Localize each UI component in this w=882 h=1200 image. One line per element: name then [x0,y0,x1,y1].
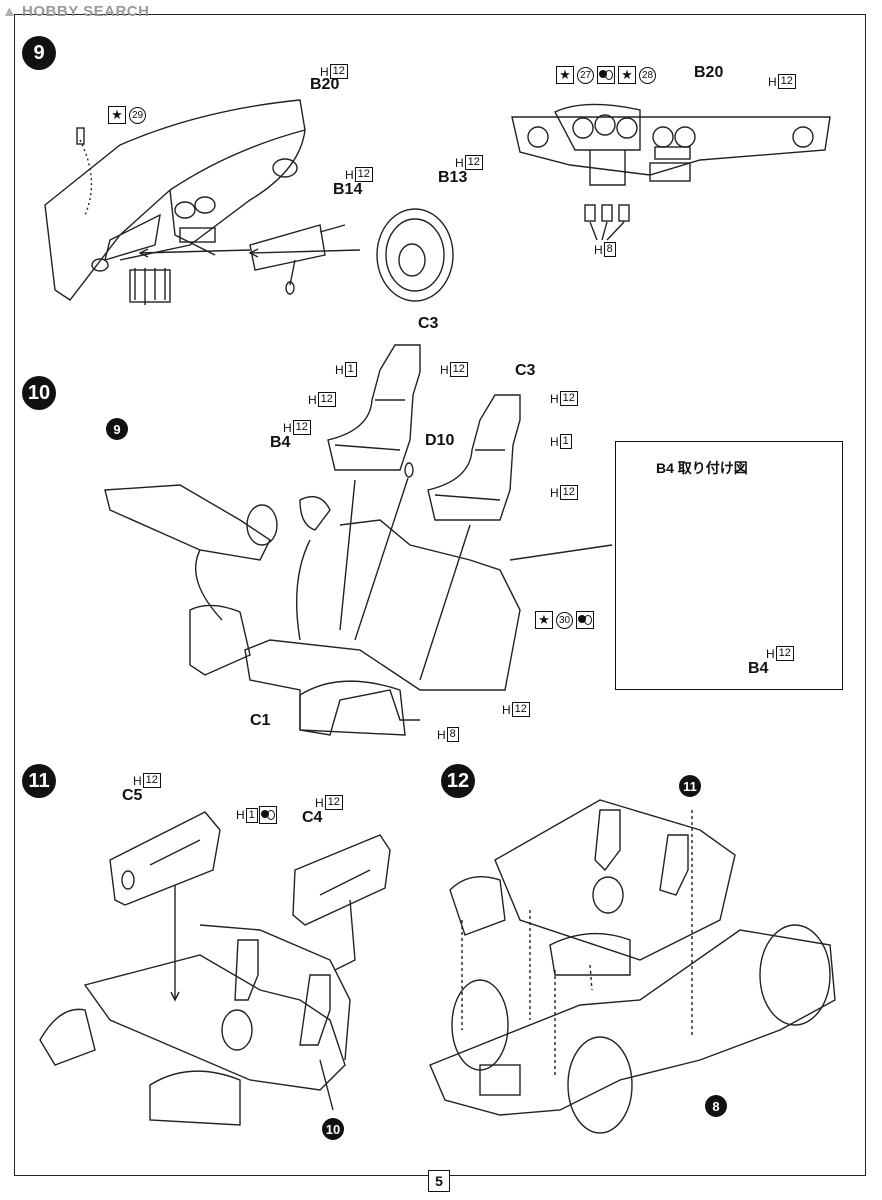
label-b20-right: B20 [694,64,724,81]
interior-assembly-step11-drawing [39,924,351,1126]
paint-30: ★30 [535,611,594,629]
seat-c3-left-drawing [327,344,421,471]
label-b13: B13 [438,169,468,186]
step-9-number: 9 [22,36,56,70]
seat-c3-right-drawing [427,394,521,521]
door-panel-c5-drawing [109,811,221,906]
ref-step-11: 11 [679,775,701,797]
label-b4: B4 [270,434,291,451]
star-icon: ★ [618,66,636,84]
page-number: 5 [428,1170,450,1192]
star-icon: ★ [535,611,553,629]
steering-wheel-b13-drawing [376,208,454,302]
label-b20-left: B20 [310,76,340,93]
dashboard-left-drawing [44,99,306,305]
label-c5: C5 [122,787,143,804]
star-icon: ★ [108,106,126,124]
arrows-step10 [194,477,613,681]
star-icon: ★ [556,66,574,84]
ref-step-8: 8 [705,1095,727,1117]
step-12-number: 12 [441,764,475,798]
paint-29-left: ★29 [108,106,146,124]
arrows-step9 [76,127,361,258]
watermark: ▲ HOBBY SEARCH [2,3,150,20]
mix-color-icon [258,806,277,824]
label-c1: C1 [250,712,271,729]
console-tub-c1-drawing [104,462,521,736]
inset-label-b4: B4 [748,660,769,677]
column-b14-drawing [249,224,346,295]
ref-step-10: 10 [322,1118,344,1140]
label-d10: D10 [425,432,455,449]
step-10-number: 10 [22,376,56,410]
dashboard-front-drawing [511,103,831,241]
chassis-assembly-step12-drawing [429,799,836,1134]
mix-color-icon [576,611,594,629]
arrows-step11 [170,885,356,1111]
label-c4: C4 [302,809,323,826]
door-panel-c4-drawing [292,834,391,926]
label-b14: B14 [333,181,363,198]
watermark-logo-icon: ▲ [2,3,18,20]
label-c3-right: C3 [515,362,536,379]
step-11-number: 11 [22,764,56,798]
paint-27-28-right: ★27 ★28 [556,66,656,84]
inset-title: B4 取り付け図 [656,460,748,476]
arrows-step12 [461,810,693,1075]
ref-step-9: 9 [106,418,128,440]
label-c3-left: C3 [418,315,439,332]
mix-color-icon [597,66,615,84]
